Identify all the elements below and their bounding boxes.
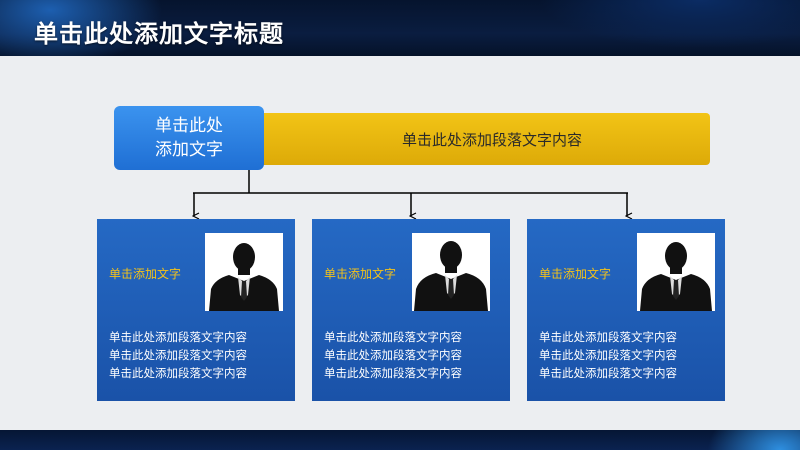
footer-bar	[0, 430, 800, 450]
card-text-line: 单击此处添加段落文字内容	[539, 330, 677, 344]
card-text-lines: 单击此处添加段落文字内容 单击此处添加段落文字内容 单击此处添加段落文字内容	[539, 328, 677, 382]
person-silhouette-icon	[640, 242, 712, 311]
person-silhouette-icon	[414, 241, 488, 311]
card-text-line: 单击此处添加段落文字内容	[109, 348, 247, 362]
member-card-1[interactable]: 单击添加文字 单击此处添加段落文字内容 单击此处添加段落文字内容 单击此处添加段…	[97, 219, 295, 401]
card-text-line: 单击此处添加段落文字内容	[109, 330, 247, 344]
header-box[interactable]: 单击此处 添加文字	[114, 106, 264, 170]
photo-placeholder[interactable]	[637, 233, 715, 311]
card-text-line: 单击此处添加段落文字内容	[539, 366, 677, 380]
member-card-2[interactable]: 单击添加文字 单击此处添加段落文字内容 单击此处添加段落文字内容 单击此处添加段…	[312, 219, 510, 401]
card-title: 单击添加文字	[324, 267, 397, 281]
header-bar[interactable]: 单击此处添加段落文字内容	[254, 113, 710, 165]
person-silhouette-icon	[209, 243, 279, 311]
card-title: 单击添加文字	[539, 267, 612, 281]
member-card-3[interactable]: 单击添加文字 单击此处添加段落文字内容 单击此处添加段落文字内容 单击此处添加段…	[527, 219, 725, 401]
photo-placeholder[interactable]	[412, 233, 490, 311]
photo-placeholder[interactable]	[205, 233, 283, 311]
title-bar: 单击此处添加文字标题	[0, 0, 800, 56]
header-box-line2: 添加文字	[155, 140, 223, 160]
header-box-line1: 单击此处	[155, 116, 223, 136]
card-text-lines: 单击此处添加段落文字内容 单击此处添加段落文字内容 单击此处添加段落文字内容	[324, 328, 462, 382]
card-text-line: 单击此处添加段落文字内容	[109, 366, 247, 380]
card-title: 单击添加文字	[109, 267, 182, 281]
card-text-lines: 单击此处添加段落文字内容 单击此处添加段落文字内容 单击此处添加段落文字内容	[109, 328, 247, 382]
card-text-line: 单击此处添加段落文字内容	[324, 348, 462, 362]
header-bar-text: 单击此处添加段落文字内容	[401, 130, 582, 149]
card-text-line: 单击此处添加段落文字内容	[539, 348, 677, 362]
slide-title[interactable]: 单击此处添加文字标题	[34, 20, 284, 48]
card-text-line: 单击此处添加段落文字内容	[324, 366, 462, 380]
card-text-line: 单击此处添加段落文字内容	[324, 330, 462, 344]
